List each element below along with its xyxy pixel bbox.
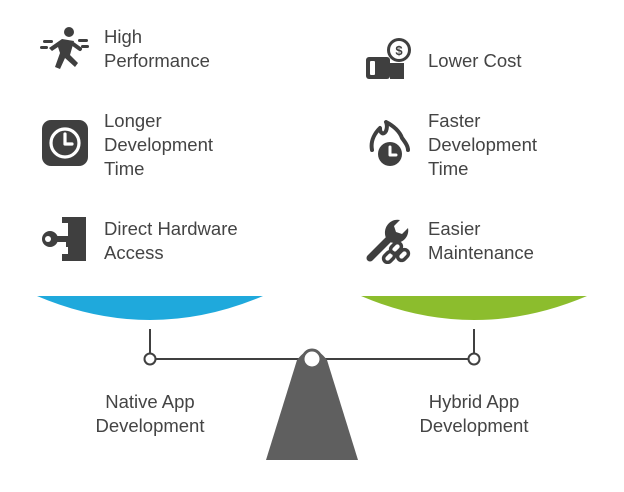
- scale-stand: [266, 350, 358, 460]
- faster-development-time-label: Faster Development Time: [428, 110, 538, 179]
- longer-development-time-label: Longer Development Time: [104, 110, 214, 179]
- native-app-development-label: Native App Development: [95, 391, 205, 436]
- right-beam-joint: [467, 352, 481, 366]
- right-pan: [361, 296, 587, 320]
- scale-pivot: [301, 348, 323, 370]
- clock-icon: [40, 118, 90, 168]
- wallet-dollar-icon: $: [364, 35, 414, 85]
- door-key-icon: [40, 214, 90, 264]
- direct-hardware-access-label: Direct Hardware Access: [104, 218, 238, 263]
- running-person-icon: [40, 25, 90, 75]
- fire-clock-icon: [364, 120, 414, 170]
- svg-text:$: $: [395, 43, 403, 58]
- easier-maintenance-label: Easier Maintenance: [428, 218, 534, 263]
- left-pan: [37, 296, 263, 320]
- left-beam-joint: [143, 352, 157, 366]
- wrench-chain-icon: [364, 214, 414, 264]
- hybrid-app-development-label: Hybrid App Development: [419, 391, 529, 436]
- lower-cost-label: Lower Cost: [428, 50, 522, 71]
- high-performance-label: High Performance: [104, 26, 210, 71]
